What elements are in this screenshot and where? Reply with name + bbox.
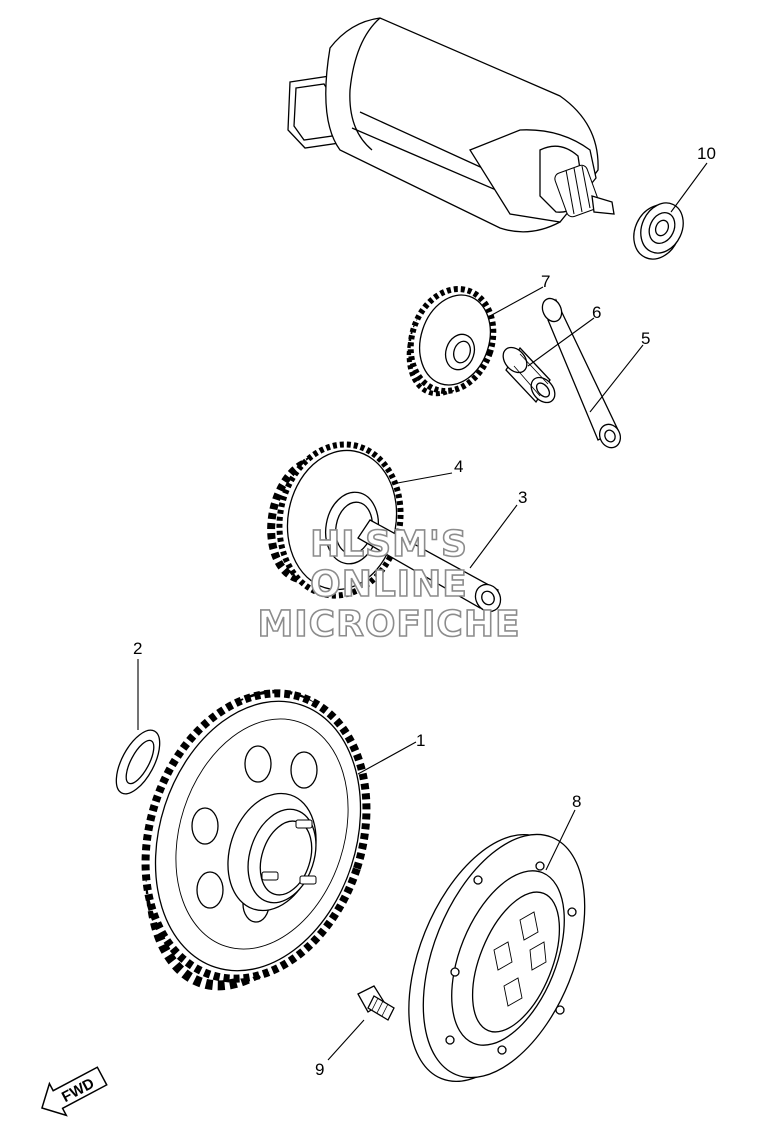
leader-lines — [137, 162, 708, 1061]
fwd-arrow-icon — [41, 1066, 108, 1117]
fwd-direction-badge: FWD — [41, 1066, 108, 1117]
callout-6: 6 — [592, 303, 601, 322]
watermark-line-3: MICROFICHE — [257, 604, 520, 645]
callout-1: 1 — [416, 731, 425, 750]
watermark-line-1: HLSM'S — [310, 524, 468, 565]
callout-10: 10 — [697, 144, 716, 163]
callout-5: 5 — [641, 329, 650, 348]
callout-2: 2 — [133, 639, 142, 658]
callout-4: 4 — [454, 457, 463, 476]
starter-motor[interactable] — [287, 17, 615, 233]
part-7-idler-gear[interactable] — [397, 278, 506, 403]
part-4-double-gear[interactable] — [262, 435, 412, 606]
part-10-bearing[interactable] — [625, 196, 691, 267]
watermark: HLSM'S ONLINE MICROFICHE — [257, 523, 521, 646]
part-1-starter-wheel-gear[interactable] — [110, 664, 402, 1010]
part-2-washer[interactable] — [107, 724, 168, 801]
part-6-needle-bearing[interactable] — [498, 343, 559, 407]
part-8-one-way-clutch[interactable] — [376, 811, 616, 1105]
callout-7: 7 — [541, 272, 550, 291]
callout-8: 8 — [572, 792, 581, 811]
part-3-shaft[interactable] — [357, 519, 505, 616]
callout-labels: 1 2 3 4 5 6 7 8 9 10 — [133, 144, 716, 1079]
part-9-bolt[interactable] — [357, 985, 395, 1021]
callout-3: 3 — [518, 488, 527, 507]
part-5-shaft[interactable] — [539, 295, 624, 451]
watermark-line-2: ONLINE — [310, 564, 468, 605]
callout-9: 9 — [315, 1060, 324, 1079]
